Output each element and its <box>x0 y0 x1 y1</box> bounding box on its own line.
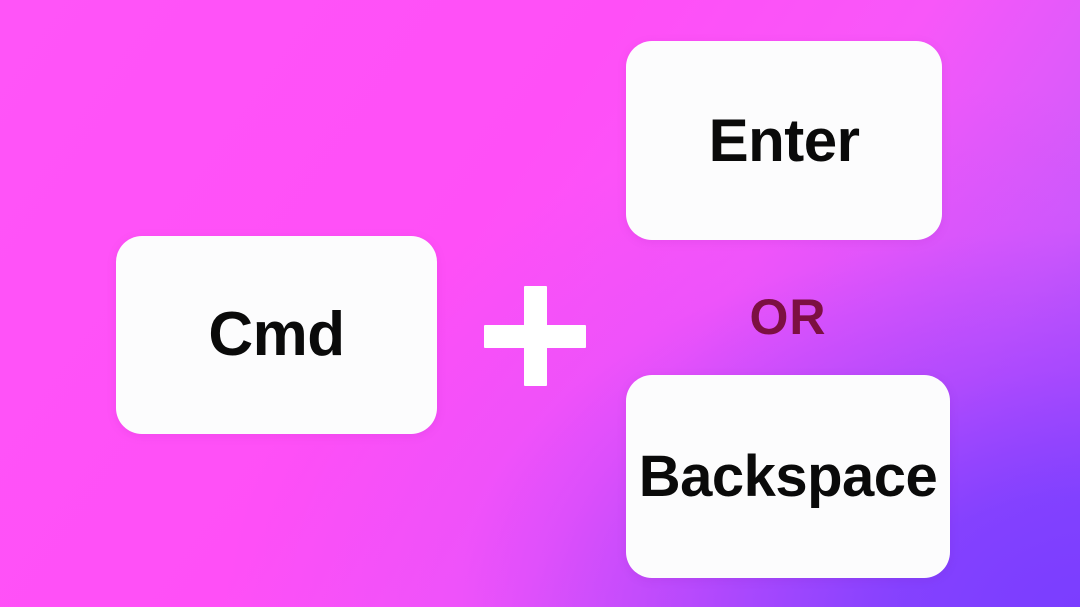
key-cap-cmd-label: Cmd <box>208 300 345 369</box>
plus-icon <box>484 286 586 386</box>
key-cap-backspace-label: Backspace <box>638 443 938 509</box>
or-separator-label: OR <box>749 289 827 345</box>
plus-icon-vertical-bar <box>524 286 547 386</box>
or-separator: OR <box>626 286 950 348</box>
key-cap-backspace[interactable]: Backspace <box>626 375 950 578</box>
key-cap-enter-label: Enter <box>708 106 860 174</box>
key-cap-enter[interactable]: Enter <box>626 41 942 240</box>
key-cap-cmd[interactable]: Cmd <box>116 236 437 434</box>
